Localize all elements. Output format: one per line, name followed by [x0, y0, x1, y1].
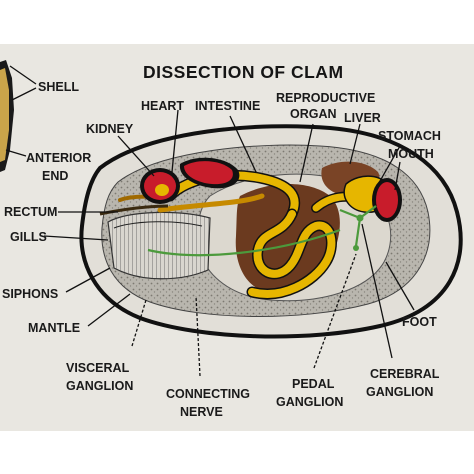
- label-siphons: SIPHONS: [2, 287, 58, 301]
- kidney: [179, 157, 240, 189]
- label-pedal-line1: PEDAL: [292, 377, 335, 391]
- label-anterior-end-line2: END: [42, 169, 68, 183]
- label-reproductive-line1: REPRODUCTIVE: [276, 91, 375, 105]
- label-pedal-line2: GANGLION: [276, 395, 343, 409]
- diagram-title: DISSECTION OF CLAM: [143, 62, 344, 82]
- cerebral-ganglion-dot: [356, 214, 364, 222]
- shell-fragment: [0, 60, 14, 172]
- label-foot: FOOT: [402, 315, 437, 329]
- label-mouth: MOUTH: [388, 147, 434, 161]
- label-kidney: KIDNEY: [86, 122, 134, 136]
- label-connecting-line2: NERVE: [180, 405, 223, 419]
- label-reproductive-line2: ORGAN: [290, 107, 337, 121]
- label-connecting-line1: CONNECTING: [166, 387, 250, 401]
- gills: [107, 211, 211, 280]
- label-cerebral-line2: GANGLION: [366, 385, 433, 399]
- label-anterior-end-line1: ANTERIOR: [26, 151, 91, 165]
- heart: [140, 168, 180, 204]
- label-visceral-line2: GANGLION: [66, 379, 133, 393]
- label-intestine: INTESTINE: [195, 99, 260, 113]
- mouth: [372, 178, 402, 222]
- label-cerebral-line1: CEREBRAL: [370, 367, 440, 381]
- label-liver: LIVER: [344, 111, 381, 125]
- label-stomach: STOMACH: [378, 129, 441, 143]
- label-gills: GILLS: [10, 230, 47, 244]
- label-visceral-line1: VISCERAL: [66, 361, 130, 375]
- label-heart: HEART: [141, 99, 184, 113]
- pedal-ganglion-dot: [353, 245, 359, 251]
- label-rectum: RECTUM: [4, 205, 57, 219]
- leader-lines: [5, 65, 415, 377]
- label-shell: SHELL: [38, 80, 79, 94]
- label-mantle: MANTLE: [28, 321, 80, 335]
